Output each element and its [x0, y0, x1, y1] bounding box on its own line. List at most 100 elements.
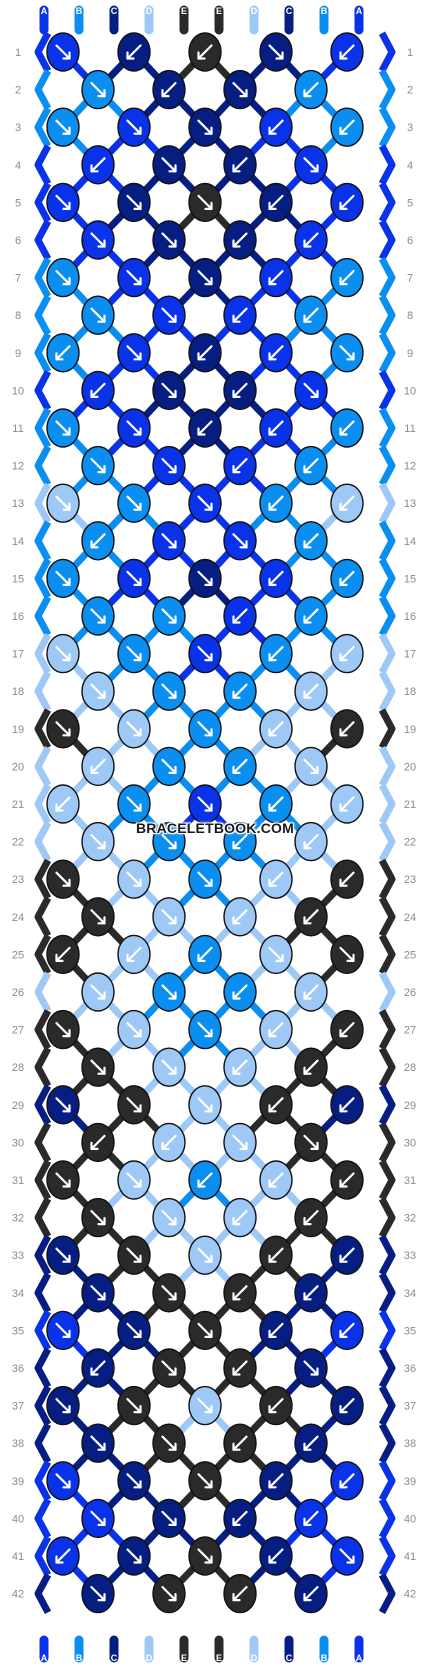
knot — [294, 295, 328, 335]
knot — [259, 107, 293, 147]
knot — [152, 370, 186, 411]
knot — [81, 972, 115, 1012]
arrow-head-icon — [204, 1028, 213, 1038]
arrow-head-icon — [268, 1254, 277, 1263]
knot — [81, 596, 115, 636]
arrow-icon — [339, 570, 355, 587]
knot — [188, 257, 222, 298]
arrow-head-icon — [339, 277, 348, 286]
row-label-right: 15 — [404, 573, 416, 585]
arrow-icon — [126, 270, 142, 286]
knot — [294, 1573, 328, 1614]
edge-thread-left — [34, 144, 52, 186]
arrow-head-icon — [55, 1555, 64, 1564]
arrow-icon — [268, 871, 284, 887]
arrow-icon — [90, 307, 106, 323]
knots-layer — [46, 32, 364, 1614]
strand-letter: B — [321, 1653, 328, 1663]
arrow-head-icon — [204, 1480, 213, 1489]
knot — [117, 1310, 151, 1351]
arrow-icon — [303, 909, 319, 925]
knot — [46, 1235, 80, 1275]
row-label-right: 8 — [407, 310, 413, 322]
row-label-right: 17 — [404, 649, 416, 661]
arrow-icon — [90, 833, 106, 850]
knot — [188, 784, 222, 824]
arrow-icon — [161, 1510, 177, 1527]
arrow-icon — [268, 1322, 284, 1339]
knot — [259, 1235, 293, 1275]
arrow-head-icon — [268, 1028, 277, 1038]
arrow-icon — [126, 946, 142, 963]
arrow-head-icon — [303, 239, 312, 248]
knot — [223, 1047, 257, 1087]
knot — [330, 633, 364, 674]
edge-thread-left — [34, 670, 52, 712]
edge-thread-right — [378, 1234, 396, 1276]
arrow-icon — [90, 1209, 106, 1226]
arrow-icon — [161, 1585, 177, 1602]
row-label-right: 37 — [404, 1401, 416, 1413]
row-label-left: 4 — [15, 160, 21, 172]
knot — [81, 445, 115, 486]
edge-thread-left — [34, 1535, 52, 1577]
knot — [81, 1423, 115, 1463]
edge-thread-left — [34, 482, 52, 524]
arrow-head-icon — [339, 1179, 348, 1188]
strand-letter: A — [356, 6, 363, 16]
arrow-head-icon — [339, 1254, 348, 1263]
edge-thread-right — [378, 1084, 396, 1126]
knot — [81, 746, 115, 787]
arrow-icon — [232, 533, 248, 549]
row-label-right: 13 — [404, 498, 416, 510]
row-label-right: 38 — [404, 1438, 416, 1450]
arrow-icon — [268, 721, 284, 737]
row-label-left: 21 — [12, 799, 24, 811]
arrow-icon — [90, 1585, 106, 1602]
row-label-right: 30 — [404, 1137, 416, 1149]
arrow-icon — [197, 420, 213, 436]
edge-thread-left — [34, 1460, 52, 1502]
strand-letter: D — [251, 1653, 258, 1663]
knot — [81, 69, 115, 110]
arrow-icon — [339, 420, 355, 436]
row-label-right: 29 — [404, 1100, 416, 1112]
knot — [259, 1009, 293, 1050]
arrow-icon — [339, 44, 355, 60]
knot — [46, 633, 80, 674]
arrow-head-icon — [55, 953, 64, 963]
arrow-icon — [197, 796, 213, 812]
strand-letter: E — [216, 6, 222, 16]
strand-letter: C — [111, 1653, 118, 1663]
knot — [294, 69, 328, 110]
arrow-head-icon — [133, 728, 142, 737]
knot — [81, 897, 115, 937]
knot — [81, 821, 115, 862]
arrow-head-icon — [232, 239, 241, 248]
strand-letter: E — [216, 1653, 222, 1663]
arrow-icon — [303, 232, 319, 248]
arrow-icon — [161, 232, 177, 248]
arrow-head-icon — [303, 540, 312, 549]
edge-thread-left — [34, 1497, 52, 1539]
knot — [330, 408, 364, 448]
knot — [294, 1122, 328, 1163]
edge-thread-left — [34, 1046, 52, 1088]
knot — [330, 1160, 364, 1200]
row-label-left: 7 — [15, 273, 21, 285]
knot — [223, 972, 257, 1012]
row-label-right: 2 — [407, 85, 413, 97]
knot — [46, 1536, 80, 1576]
edge-thread-left — [34, 971, 52, 1013]
arrow-icon — [126, 44, 142, 60]
arrow-icon — [126, 871, 142, 887]
edge-thread-right — [378, 144, 396, 186]
arrow-icon — [55, 1322, 71, 1339]
edge-thread-left — [34, 407, 52, 449]
knot — [46, 709, 80, 749]
edge-thread-left — [34, 557, 52, 599]
arrow-icon — [303, 1510, 319, 1527]
arrow-head-icon — [97, 690, 106, 699]
edge-thread-right — [378, 106, 396, 148]
arrow-icon — [197, 345, 213, 361]
